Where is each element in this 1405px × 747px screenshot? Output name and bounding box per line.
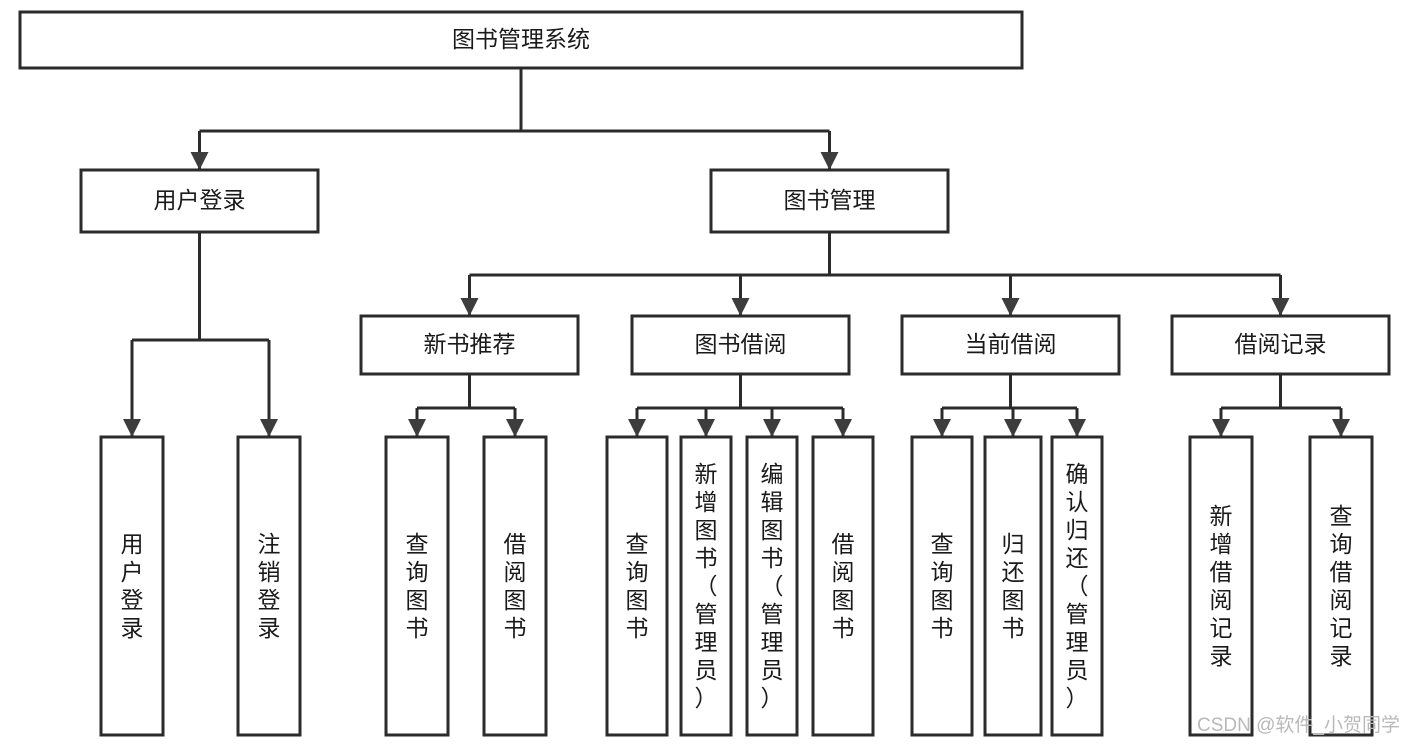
node-box-book-borrow[interactable] [630, 314, 851, 376]
node-box-leaf-query-book-1[interactable] [384, 435, 450, 737]
edge-group-current-borrow [933, 374, 1086, 437]
node-leaf-query-book-3[interactable]: 查询图书 [910, 435, 974, 737]
node-leaf-add-book-admin[interactable]: 新增图书（管理员） [679, 435, 733, 737]
node-box-leaf-user-logout[interactable] [236, 435, 302, 737]
edge-group-borrow-record [1212, 374, 1350, 437]
node-label-user-login: 用户登录 [154, 187, 246, 213]
arrow-head-icon [933, 419, 951, 437]
node-box-borrow-record[interactable] [1170, 314, 1391, 376]
nodes-layer: 图书管理系统用户登录图书管理新书推荐图书借阅当前借阅借阅记录用户登录注销登录查询… [18, 10, 1391, 737]
edge-group-book-admin [460, 232, 1290, 316]
node-label-book-borrow: 图书借阅 [695, 331, 787, 357]
node-book-borrow[interactable]: 图书借阅 [630, 314, 851, 376]
edge-group-root [190, 68, 839, 170]
node-box-book-admin[interactable] [709, 168, 950, 234]
node-label-leaf-borrow-book-2: 借阅图书 [832, 531, 855, 641]
node-box-leaf-edit-book-admin[interactable] [745, 435, 799, 737]
edge-group-book-borrow [628, 374, 852, 437]
node-label-leaf-query-book-2: 查询图书 [626, 531, 649, 641]
node-box-root[interactable] [18, 10, 1024, 70]
node-box-leaf-add-book-admin[interactable] [679, 435, 733, 737]
node-label-root: 图书管理系统 [452, 26, 590, 52]
arrow-head-icon [1212, 419, 1230, 437]
node-book-admin[interactable]: 图书管理 [709, 168, 950, 234]
node-label-leaf-borrow-book-1: 借阅图书 [504, 531, 527, 641]
arrow-head-icon [1271, 298, 1290, 316]
node-label-new-book-recommend: 新书推荐 [424, 331, 516, 357]
node-label-leaf-add-borrow-record: 新增借阅记录 [1210, 503, 1233, 669]
node-label-leaf-return-book: 归还图书 [1002, 531, 1025, 641]
edge-group-new-book-recommend [408, 374, 524, 437]
arrow-head-icon [123, 419, 141, 437]
node-root[interactable]: 图书管理系统 [18, 10, 1024, 70]
arrow-head-icon [731, 298, 750, 316]
node-label-borrow-record: 借阅记录 [1235, 331, 1327, 357]
node-box-leaf-borrow-book-2[interactable] [811, 435, 875, 737]
node-leaf-query-book-2[interactable]: 查询图书 [605, 435, 669, 737]
node-box-leaf-add-borrow-record[interactable] [1188, 435, 1254, 737]
node-leaf-user-logout[interactable]: 注销登录 [236, 435, 302, 737]
arrow-head-icon [834, 419, 852, 437]
node-leaf-query-book-1[interactable]: 查询图书 [384, 435, 450, 737]
node-leaf-return-book[interactable]: 归还图书 [983, 435, 1043, 737]
node-leaf-borrow-book-1[interactable]: 借阅图书 [482, 435, 548, 737]
arrow-head-icon [190, 152, 209, 170]
node-current-borrow[interactable]: 当前借阅 [900, 314, 1121, 376]
node-box-leaf-query-borrow-record[interactable] [1308, 435, 1374, 737]
node-leaf-borrow-book-2[interactable]: 借阅图书 [811, 435, 875, 737]
edges-layer [123, 68, 1350, 437]
node-leaf-edit-book-admin[interactable]: 编辑图书（管理员） [745, 435, 799, 737]
node-label-leaf-query-borrow-record: 查询借阅记录 [1330, 503, 1353, 669]
node-box-leaf-return-book[interactable] [983, 435, 1043, 737]
node-box-user-login[interactable] [79, 168, 320, 234]
arrow-head-icon [460, 298, 479, 316]
node-label-leaf-add-book-admin: 新增图书（管理员） [695, 461, 718, 711]
arrow-head-icon [1068, 419, 1086, 437]
node-box-new-book-recommend[interactable] [359, 314, 580, 376]
node-user-login[interactable]: 用户登录 [79, 168, 320, 234]
arrow-head-icon [1004, 419, 1022, 437]
arrow-head-icon [1332, 419, 1350, 437]
node-box-leaf-user-login[interactable] [99, 435, 165, 737]
arrow-head-icon [1001, 298, 1020, 316]
arrow-head-icon [628, 419, 646, 437]
node-leaf-query-borrow-record[interactable]: 查询借阅记录 [1308, 435, 1374, 737]
node-box-current-borrow[interactable] [900, 314, 1121, 376]
node-label-leaf-confirm-return-admin: 确认归还（管理员） [1066, 461, 1089, 711]
node-leaf-user-login[interactable]: 用户登录 [99, 435, 165, 737]
node-box-leaf-query-book-2[interactable] [605, 435, 669, 737]
node-label-leaf-query-book-3: 查询图书 [931, 531, 954, 641]
node-label-leaf-query-book-1: 查询图书 [406, 531, 429, 641]
node-leaf-confirm-return-admin[interactable]: 确认归还（管理员） [1050, 435, 1104, 737]
node-label-leaf-edit-book-admin: 编辑图书（管理员） [761, 461, 784, 711]
node-label-current-borrow: 当前借阅 [965, 331, 1057, 357]
edge-group-user-login [123, 232, 278, 437]
arrow-head-icon [820, 152, 839, 170]
arrow-head-icon [260, 419, 278, 437]
arrow-head-icon [506, 419, 524, 437]
arrow-head-icon [763, 419, 781, 437]
node-box-leaf-borrow-book-1[interactable] [482, 435, 548, 737]
node-label-leaf-user-login: 用户登录 [121, 531, 144, 641]
node-leaf-add-borrow-record[interactable]: 新增借阅记录 [1188, 435, 1254, 737]
node-box-leaf-confirm-return-admin[interactable] [1050, 435, 1104, 737]
arrow-head-icon [697, 419, 715, 437]
node-borrow-record[interactable]: 借阅记录 [1170, 314, 1391, 376]
node-new-book-recommend[interactable]: 新书推荐 [359, 314, 580, 376]
node-label-book-admin: 图书管理 [784, 187, 876, 213]
watermark-label: CSDN @软件_小贺同学 [1197, 714, 1400, 736]
node-label-leaf-user-logout: 注销登录 [258, 531, 281, 641]
node-box-leaf-query-book-3[interactable] [910, 435, 974, 737]
arrow-head-icon [408, 419, 426, 437]
